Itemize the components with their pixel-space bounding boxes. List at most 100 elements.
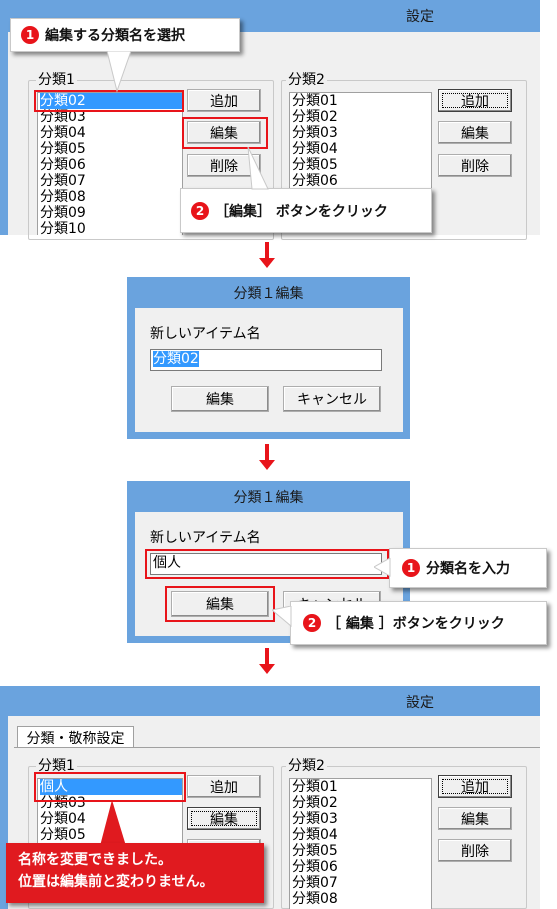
group-label-4: 分類2 bbox=[286, 758, 327, 774]
callout-text: 編集する分類名を選択 bbox=[45, 28, 185, 44]
input-highlight bbox=[145, 549, 389, 579]
list-item[interactable]: 個人 bbox=[40, 779, 182, 795]
down-arrow-icon bbox=[265, 444, 269, 462]
edit-button-2[interactable]: 編集 bbox=[438, 807, 512, 830]
add-button[interactable]: 追加 bbox=[187, 775, 261, 798]
dialog-edit-button[interactable]: 編集 bbox=[171, 591, 269, 617]
group-label-2: 分類2 bbox=[286, 72, 327, 88]
callout-pointer-3 bbox=[374, 558, 391, 577]
dialog-title-text: 分類１編集 bbox=[233, 286, 304, 302]
dialog-cancel-button[interactable]: キャンセル bbox=[283, 386, 381, 412]
list-item[interactable]: 分類07 bbox=[40, 173, 86, 189]
add-button-label: 追加 bbox=[210, 93, 238, 110]
list-item[interactable]: 分類05 bbox=[40, 141, 86, 157]
list-item[interactable]: 分類05 bbox=[292, 157, 338, 173]
list-item[interactable]: 分類04 bbox=[40, 811, 86, 827]
edit-button-label: 編集 bbox=[210, 125, 238, 142]
window-title-text: 設定 bbox=[406, 695, 434, 711]
delete-button-2[interactable]: 削除 bbox=[438, 154, 512, 177]
edit-button-label: 編集 bbox=[461, 811, 489, 828]
field-label: 新しいアイテム名 bbox=[150, 326, 261, 342]
list-item[interactable]: 分類04 bbox=[292, 827, 338, 843]
window-right-edge-2 bbox=[540, 686, 557, 909]
step-number-icon: 2 bbox=[191, 201, 209, 220]
delete-button-2[interactable]: 削除 bbox=[438, 839, 512, 862]
edit-button-label: 編集 bbox=[210, 811, 238, 828]
cancel-button-label: キャンセル bbox=[297, 392, 367, 408]
edit-button-label: 編集 bbox=[206, 597, 234, 613]
edit-button-2[interactable]: 編集 bbox=[438, 121, 512, 144]
input-text: 個人 bbox=[153, 555, 181, 571]
edit-button[interactable]: 編集 bbox=[187, 807, 261, 830]
add-button-2[interactable]: 追加 bbox=[438, 775, 512, 798]
category1-list[interactable]: 分類02 分類03 分類04 分類05 分類06 分類07 分類08 分類09 … bbox=[37, 92, 183, 235]
list-item[interactable]: 分類02 bbox=[292, 795, 338, 811]
delete-button[interactable]: 削除 bbox=[187, 154, 261, 177]
callout-enter-name: 1 分類名を入力 bbox=[389, 548, 547, 588]
dialog-title-1: 分類１編集 bbox=[127, 280, 410, 306]
dialog-edit-button[interactable]: 編集 bbox=[171, 386, 269, 412]
list-item[interactable]: 分類10 bbox=[40, 221, 86, 235]
list-item[interactable]: 分類08 bbox=[40, 189, 86, 205]
callout-click-edit-2: 2 ［ 編集 ］ボタンをクリック bbox=[290, 601, 547, 645]
list-item[interactable]: 分類03 bbox=[292, 125, 338, 141]
delete-button-label: 削除 bbox=[461, 843, 489, 860]
down-arrow-head-icon bbox=[259, 664, 275, 674]
step-number-icon: 1 bbox=[21, 26, 39, 44]
list-item[interactable]: 分類07 bbox=[292, 875, 338, 891]
add-button-label: 追加 bbox=[461, 93, 489, 110]
group-label-1: 分類1 bbox=[36, 72, 77, 88]
callout-pointer-4 bbox=[272, 606, 292, 628]
group-label-3: 分類1 bbox=[36, 758, 77, 774]
edit-button-label: 編集 bbox=[461, 125, 489, 142]
list-item[interactable]: 分類01 bbox=[292, 779, 338, 795]
note-pointer bbox=[100, 800, 126, 846]
group-box-2 bbox=[281, 80, 527, 240]
list-item[interactable]: 分類05 bbox=[40, 827, 86, 843]
dialog-title-text: 分類１編集 bbox=[233, 490, 304, 506]
edit-button[interactable]: 編集 bbox=[187, 121, 261, 144]
add-button-label: 追加 bbox=[210, 779, 238, 796]
result-note: 名称を変更できました。 位置は編集前と変わりません。 bbox=[6, 843, 264, 903]
list-item[interactable]: 分類04 bbox=[292, 141, 338, 157]
list-item[interactable]: 分類08 bbox=[292, 891, 338, 907]
list-item[interactable]: 分類04 bbox=[40, 125, 86, 141]
list-item[interactable]: 分類03 bbox=[40, 109, 86, 125]
list-item[interactable]: 分類06 bbox=[292, 173, 338, 189]
list-item[interactable]: 分類03 bbox=[40, 795, 86, 811]
category2-list[interactable]: 分類01 分類02 分類03 分類04 分類05 分類06 bbox=[289, 92, 432, 192]
item-name-input[interactable]: 分類02 bbox=[150, 349, 382, 371]
callout-pointer-2 bbox=[247, 147, 269, 190]
list-item[interactable]: 分類03 bbox=[292, 811, 338, 827]
tab-category-honorific[interactable]: 分類・敬称設定 bbox=[17, 726, 134, 748]
note-line-2: 位置は編集前と変わりません。 bbox=[18, 874, 214, 890]
add-button[interactable]: 追加 bbox=[187, 89, 261, 112]
step-number-icon: 1 bbox=[402, 559, 420, 577]
category2-list-2[interactable]: 分類01 分類02 分類03 分類04 分類05 分類06 分類07 分類08 bbox=[289, 778, 432, 909]
down-arrow-head-icon bbox=[259, 460, 275, 470]
callout-click-edit: 2 ［編集］ ボタンをクリック bbox=[180, 188, 432, 233]
window-title-2: 設定 bbox=[250, 688, 557, 716]
selected-text: 分類02 bbox=[153, 351, 199, 367]
note-line-1: 名称を変更できました。 bbox=[18, 852, 172, 868]
list-item[interactable]: 分類01 bbox=[292, 93, 338, 109]
list-item[interactable]: 分類06 bbox=[292, 859, 338, 875]
tab-panel-border bbox=[14, 747, 540, 748]
add-button-2[interactable]: 追加 bbox=[438, 89, 512, 112]
delete-button-label: 削除 bbox=[210, 158, 238, 175]
down-arrow-icon bbox=[265, 648, 269, 666]
tab-label: 分類・敬称設定 bbox=[26, 730, 125, 747]
list-item[interactable]: 分類09 bbox=[40, 205, 86, 221]
callout-pointer-1 bbox=[106, 51, 132, 93]
callout-text: ［編集］ ボタンをクリック bbox=[215, 203, 388, 220]
callout-select-category: 1 編集する分類名を選択 bbox=[10, 18, 240, 52]
callout-text: ［ 編集 ］ボタンをクリック bbox=[327, 616, 505, 632]
list-item[interactable]: 分類06 bbox=[40, 157, 86, 173]
list-item[interactable]: 分類05 bbox=[292, 843, 338, 859]
window-title-text: 設定 bbox=[406, 9, 434, 25]
selection-highlight bbox=[34, 90, 184, 112]
callout-text: 分類名を入力 bbox=[426, 561, 510, 577]
list-item[interactable]: 分類02 bbox=[40, 93, 182, 109]
list-item[interactable]: 分類02 bbox=[292, 109, 338, 125]
window-title-1: 設定 bbox=[250, 2, 557, 30]
